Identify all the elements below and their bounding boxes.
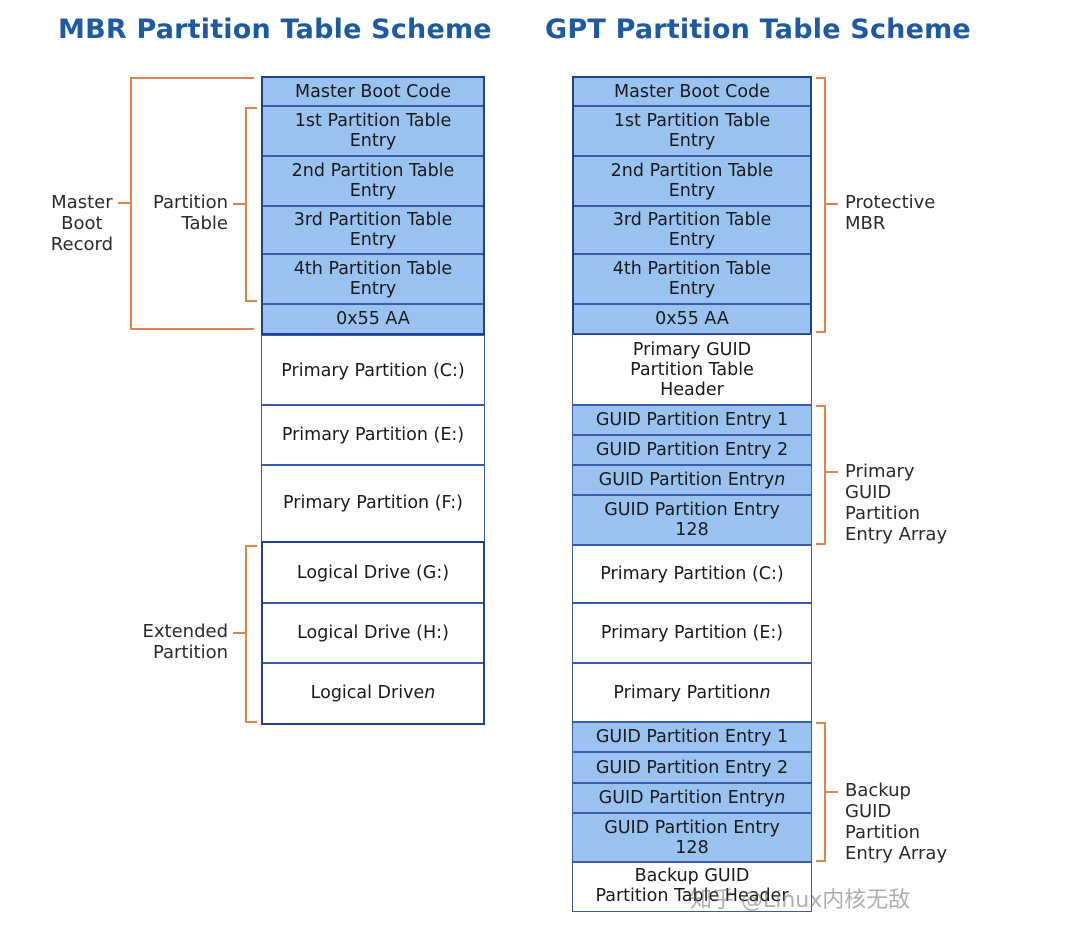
extended-partition-bracket [245,545,257,723]
partition-table-tick [233,203,245,205]
mbr-block-boot-signature: 0x55 AA [261,304,485,333]
gpt-blue-separator [572,155,812,157]
mbr-primary-separator [261,404,485,406]
watermark: 知乎 @Linux内核无敌 [690,888,911,913]
gpt-block-backup-entry-1: GUID Partition Entry 1 [572,722,812,752]
gpt-lower-separator [572,404,812,406]
master-boot-record-bracket [130,77,254,330]
gpt-lower-separator [572,861,812,863]
master-boot-record-tick [118,202,130,204]
extended-partition-tick [233,632,245,634]
mbr-blue-separator [261,105,485,107]
mbr-block-primary-partition-c: Primary Partition (C:) [261,337,485,405]
primary-array-bracket [816,405,826,545]
partition-table-bracket [245,107,257,302]
primary-array-tick [826,471,838,473]
mbr-block-primary-partition-e: Primary Partition (E:) [261,405,485,465]
gpt-blue-separator [572,105,812,107]
protective-mbr-tick [826,203,838,205]
gpt-lower-separator [572,544,812,546]
gpt-lower-separator [572,494,812,496]
gpt-block-backup-entry-n: GUID Partition Entry n [572,783,812,813]
gpt-lower-separator [572,812,812,814]
mbr-blue-separator [261,253,485,255]
mbr-logical-separator [261,602,485,604]
gpt-lower-separator [572,662,812,664]
gpt-blue-separator [572,303,812,305]
gpt-blue-separator [572,205,812,207]
gpt-block-backup-entry-2: GUID Partition Entry 2 [572,752,812,783]
mbr-title: MBR Partition Table Scheme [58,14,492,45]
gpt-blue-separator [572,253,812,255]
mbr-block-logical-drive-h: Logical Drive (H:) [261,603,485,663]
gpt-block-primary-partition-c: Primary Partition (C:) [572,545,812,603]
mbr-blue-separator [261,155,485,157]
gpt-block-primary-entry-n: GUID Partition Entry n [572,465,812,495]
mbr-logical-separator [261,662,485,664]
mbr-block-master-boot-code: Master Boot Code [261,77,485,106]
gpt-lower-separator [572,751,812,753]
mbr-block-logical-drive-n: Logical Drive n [261,663,485,723]
gpt-block-primary-partition-n: Primary Partition n [572,663,812,722]
mbr-block-logical-drive-g: Logical Drive (G:) [261,543,485,603]
backup-array-bracket [816,722,826,862]
backup-array-tick [826,791,838,793]
mbr-block-primary-partition-f: Primary Partition (F:) [261,465,485,541]
gpt-block-primary-partition-e: Primary Partition (E:) [572,603,812,663]
protective-mbr-bracket [816,77,826,333]
gpt-title: GPT Partition Table Scheme [545,14,971,45]
mbr-blue-separator [261,303,485,305]
gpt-lower-separator [572,464,812,466]
gpt-lower-separator [572,782,812,784]
mbr-primary-separator [261,464,485,466]
gpt-lower-separator [572,602,812,604]
gpt-block-primary-entry-1: GUID Partition Entry 1 [572,405,812,435]
gpt-lower-separator [572,434,812,436]
gpt-lower-separator [572,721,812,723]
gpt-block-master-boot-code: Master Boot Code [572,77,812,106]
gpt-block-boot-signature: 0x55 AA [572,304,812,333]
mbr-blue-separator [261,205,485,207]
gpt-block-primary-entry-2: GUID Partition Entry 2 [572,435,812,465]
